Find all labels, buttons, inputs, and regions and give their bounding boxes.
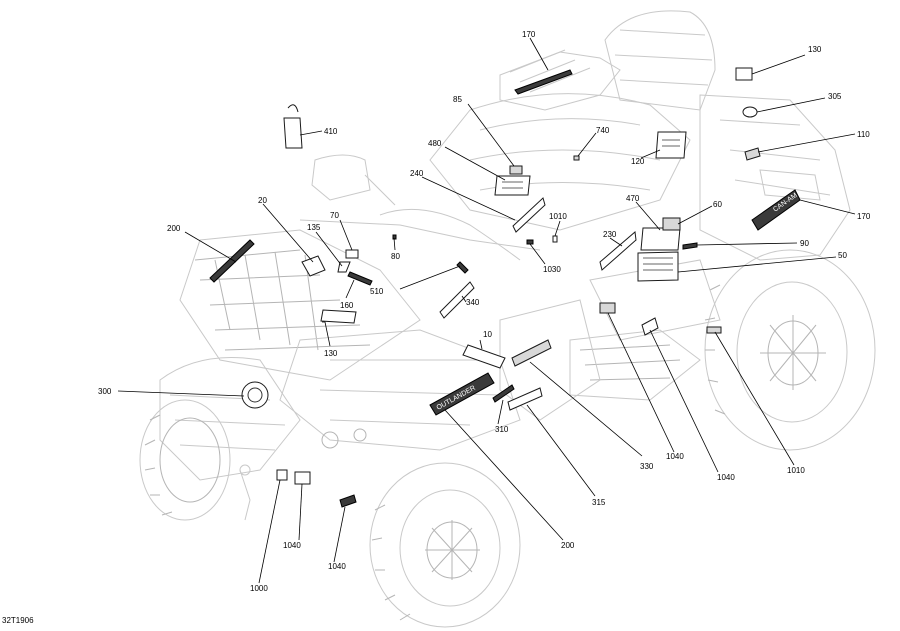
callout-label: 310 (495, 425, 509, 434)
callout-label: 470 (626, 194, 640, 203)
callout-label: 80 (391, 252, 400, 261)
callout-labels: 170 130 305 110 170 90 50 60 470 230 740… (98, 30, 871, 593)
callout-label: 1040 (283, 541, 301, 550)
callout-label: 70 (330, 211, 339, 220)
callout-label: 1040 (717, 473, 735, 482)
callout-label: 410 (324, 127, 338, 136)
leader-lines (117, 37, 856, 584)
callout-label: 170 (857, 212, 871, 221)
callout-label: 50 (838, 251, 847, 260)
callout-label: 110 (857, 130, 870, 139)
callout-label: 130 (808, 45, 822, 54)
decal-20 (301, 255, 326, 277)
callout-label: 135 (307, 223, 321, 232)
decal-80 (392, 234, 397, 240)
decal-160 (347, 271, 373, 286)
callout-label: 20 (258, 196, 267, 205)
callout-label: 160 (340, 301, 354, 310)
decal-110 (744, 147, 761, 161)
callout-label: 200 (561, 541, 575, 550)
decal-10 (462, 344, 506, 369)
callout-label: 340 (466, 298, 480, 307)
callout-label: 230 (603, 230, 617, 239)
decal-130-front (320, 309, 357, 324)
decal-315 (507, 387, 543, 411)
decal-1000 (276, 469, 288, 481)
decal-230 (599, 231, 637, 271)
decal-740 (573, 155, 580, 161)
decal-330 (511, 339, 552, 367)
decal-305 (742, 106, 758, 118)
decal-1040-front (294, 471, 311, 485)
decal-50 (637, 251, 679, 282)
decal-85 (509, 165, 523, 175)
callout-label: 90 (800, 239, 809, 248)
callout-label: 240 (410, 169, 424, 178)
callout-label: 200 (167, 224, 181, 233)
decal-120 (655, 131, 687, 159)
callout-label: 120 (631, 157, 645, 166)
decal-170-rack (514, 69, 573, 95)
diagram-reference-code: 32T1906 (2, 616, 34, 625)
decal-470 (640, 227, 681, 251)
callout-label: 1040 (328, 562, 346, 571)
decal-130-upper (735, 67, 753, 81)
callout-label: 85 (453, 95, 462, 104)
decal-90 (682, 242, 698, 250)
decal-1040-mid (599, 302, 616, 314)
decal-200-rack (209, 239, 255, 283)
callout-label: 300 (98, 387, 112, 396)
decal-1010-upper (552, 235, 558, 243)
decal-240 (512, 197, 546, 233)
decal-60 (662, 217, 681, 231)
callout-label: 740 (596, 126, 610, 135)
decal-340 (439, 281, 475, 319)
callout-label: 305 (828, 92, 842, 101)
callout-label: 170 (522, 30, 536, 39)
decal-70 (345, 249, 359, 259)
callout-label: 1010 (549, 212, 567, 221)
decal-410 (283, 117, 303, 149)
decal-1040-lower (339, 494, 357, 508)
decal-310 (492, 384, 515, 403)
callout-label: 60 (713, 200, 722, 209)
decal-1040-right (641, 317, 659, 336)
callout-label: 1000 (250, 584, 268, 593)
atv-ghost-drawing (139, 10, 876, 628)
callout-label: 130 (324, 349, 338, 358)
decal-1010-rear (706, 326, 722, 334)
callout-label: 1010 (787, 466, 805, 475)
decal-1030 (526, 239, 534, 245)
callout-label: 510 (370, 287, 384, 296)
decal-480 (494, 175, 531, 196)
callout-label: 1030 (543, 265, 561, 274)
decal-300 (241, 381, 269, 409)
decals: CAN-AM OUTLANDER (209, 67, 801, 508)
callout-label: 1040 (666, 452, 684, 461)
callout-label: 10 (483, 330, 492, 339)
callout-label: 315 (592, 498, 606, 507)
callout-label: 330 (640, 462, 654, 471)
decal-510 (456, 261, 469, 274)
callout-label: 480 (428, 139, 442, 148)
decal-outlander (429, 372, 495, 416)
